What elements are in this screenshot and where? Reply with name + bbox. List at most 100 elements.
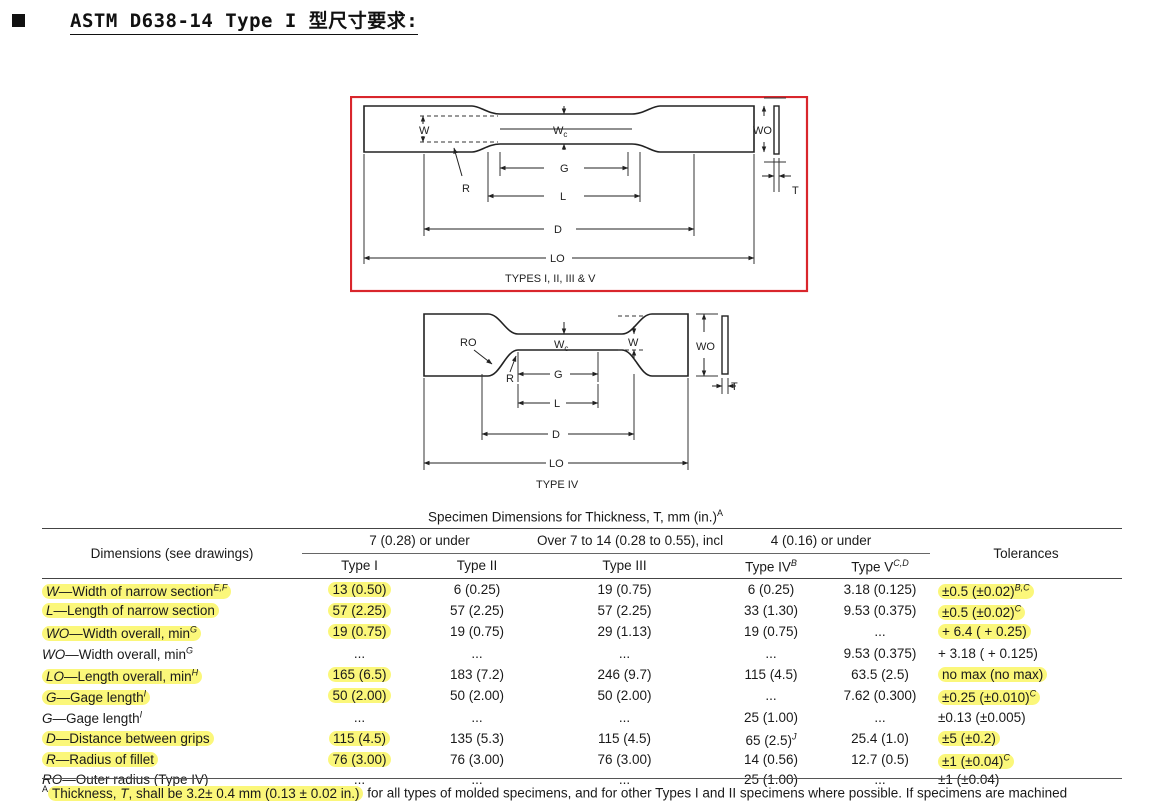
dim-label-g: G [560, 163, 569, 175]
value-cell: ... [618, 771, 631, 787]
value-cell: 76 (3.00) [302, 749, 417, 770]
highlight-frame [350, 96, 809, 293]
tolerance-cell: ±0.5 (±0.02)C [930, 600, 1122, 621]
dim-label-g: G [554, 369, 563, 381]
tolerance-cell: ±0.25 (±0.010)C [930, 685, 1122, 706]
value-cell: 19 (0.75) [743, 624, 799, 640]
footnote-highlight: Thickness, T, shall be 3.2± 0.4 mm (0.13… [48, 785, 364, 801]
tolerance-cell: ±1 (±0.04)C [930, 749, 1122, 770]
dim-label-t: T [792, 185, 799, 197]
dim-label-w: W [419, 125, 430, 137]
value-cell: 25.4 (1.0) [851, 730, 909, 746]
value-cell: 19 (0.75) [302, 622, 417, 643]
value-cell: 115 (4.5) [744, 666, 798, 682]
value-cell: ... [618, 645, 631, 661]
value-cell: 6 (0.25) [453, 581, 501, 597]
value-cell: 19 (0.75) [597, 581, 652, 597]
value-cell: ... [618, 709, 631, 725]
value-cell: 50 (2.00) [597, 688, 652, 704]
tolerance-cell: ±0.13 (±0.005) [938, 709, 1026, 725]
dim-label-d: D [554, 224, 562, 236]
dim-label-w: W [628, 337, 639, 349]
value-cell: 6 (0.25) [747, 581, 795, 597]
type-header-3: Type III [602, 558, 647, 574]
value-cell: 33 (1.30) [743, 603, 799, 619]
dim-label-wo: WO [753, 125, 772, 137]
value-cell: ... [874, 624, 886, 640]
value-cell: 63.5 (2.5) [851, 666, 909, 682]
value-cell: 50 (2.00) [302, 685, 417, 706]
value-cell: ... [471, 645, 483, 661]
dim-label-d: D [552, 429, 560, 441]
tolerance-cell: no max (no max) [930, 664, 1122, 685]
table-title: Specimen Dimensions for Thickness, T, mm… [427, 508, 724, 525]
dimension-cell: L—Length of narrow section [42, 600, 302, 621]
dim-label-l: L [560, 191, 566, 203]
tolerance-cell: + 6.4 ( + 0.25) [930, 622, 1122, 643]
specimen-outline [363, 105, 755, 153]
value-cell: 13 (0.50) [302, 579, 417, 601]
dim-label-l: L [554, 398, 560, 410]
tolerance-cell: + 3.18 ( + 0.125) [938, 645, 1038, 661]
dim-label-t: T [731, 381, 738, 393]
tolerance-cell: ±1 (±0.04) [938, 771, 1000, 787]
type-header-1: Type I [341, 558, 378, 574]
dimension-cell: G—Gage lengthI [42, 709, 143, 727]
section-heading: ASTM D638-14 Type I 型尺寸要求: [12, 6, 419, 35]
table-row: G—Gage lengthI.........25 (1.00)...±0.13… [42, 707, 1122, 728]
types-1-2-3-5-drawing: W Wc WO T G L R D LO TYPES I, II, III & … [350, 96, 809, 293]
value-cell: 76 (3.00) [449, 752, 505, 768]
value-cell: 115 (4.5) [302, 728, 417, 749]
type-header-4: Type IVB [745, 558, 797, 575]
dim-label-r: R [506, 373, 514, 385]
value-cell: 246 (9.7) [597, 666, 652, 682]
value-cell: 25 (1.00) [743, 771, 799, 787]
dim-label-wo: WO [696, 341, 715, 353]
dimensions-header: Dimensions (see drawings) [90, 545, 254, 561]
dimension-cell: G—Gage lengthI [42, 685, 302, 706]
figure2-caption: TYPE IV [536, 479, 579, 491]
dim-label-ro: RO [460, 337, 477, 349]
value-cell: 57 (2.25) [302, 600, 417, 621]
dimension-cell: R—Radius of fillet [42, 749, 302, 770]
specimen-outline [423, 313, 689, 377]
value-cell: 3.18 (0.125) [843, 581, 917, 597]
footnote-divider [42, 778, 1122, 779]
value-cell: 19 (0.75) [449, 624, 505, 640]
dim-label-lo: LO [549, 458, 564, 470]
value-cell: 115 (4.5) [597, 730, 652, 746]
type-header-5: Type VC,D [851, 558, 909, 575]
value-cell: 25 (1.00) [743, 709, 799, 725]
value-cell: 9.53 (0.375) [843, 645, 917, 661]
tolerance-cell: ±5 (±0.2) [930, 728, 1122, 749]
dimension-cell: RO—Outer radius (Type IV) [42, 771, 209, 787]
value-cell: 135 (5.3) [449, 730, 505, 746]
dimension-cell: W—Width of narrow sectionE,F [42, 579, 302, 601]
figure1-caption: TYPES I, II, III & V [505, 273, 596, 285]
value-cell: 7.62 (0.300) [843, 688, 917, 704]
dim-label-wc: Wc [553, 125, 567, 139]
value-cell: 9.53 (0.375) [843, 603, 917, 619]
value-cell: ... [765, 688, 777, 704]
thickness-side-view [773, 105, 780, 155]
value-cell: ... [874, 771, 886, 787]
dimension-cell: LO—Length overall, minH [42, 664, 302, 685]
type-4-drawing: W Wc RO WO T G R L D LO TYPE IV [423, 313, 738, 491]
square-bullet-icon [12, 13, 25, 27]
value-cell: ... [874, 709, 886, 725]
table-row: RO—Outer radius (Type IV).........25 (1.… [42, 771, 1122, 789]
heading-title: ASTM D638-14 Type I 型尺寸要求: [70, 6, 419, 35]
group-header-thin: 7 (0.28) or under [302, 528, 537, 554]
value-cell: 57 (2.25) [597, 603, 652, 619]
value-cell: 12.7 (0.5) [851, 752, 909, 768]
dim-label-r: R [462, 183, 470, 195]
value-cell: ... [471, 709, 483, 725]
